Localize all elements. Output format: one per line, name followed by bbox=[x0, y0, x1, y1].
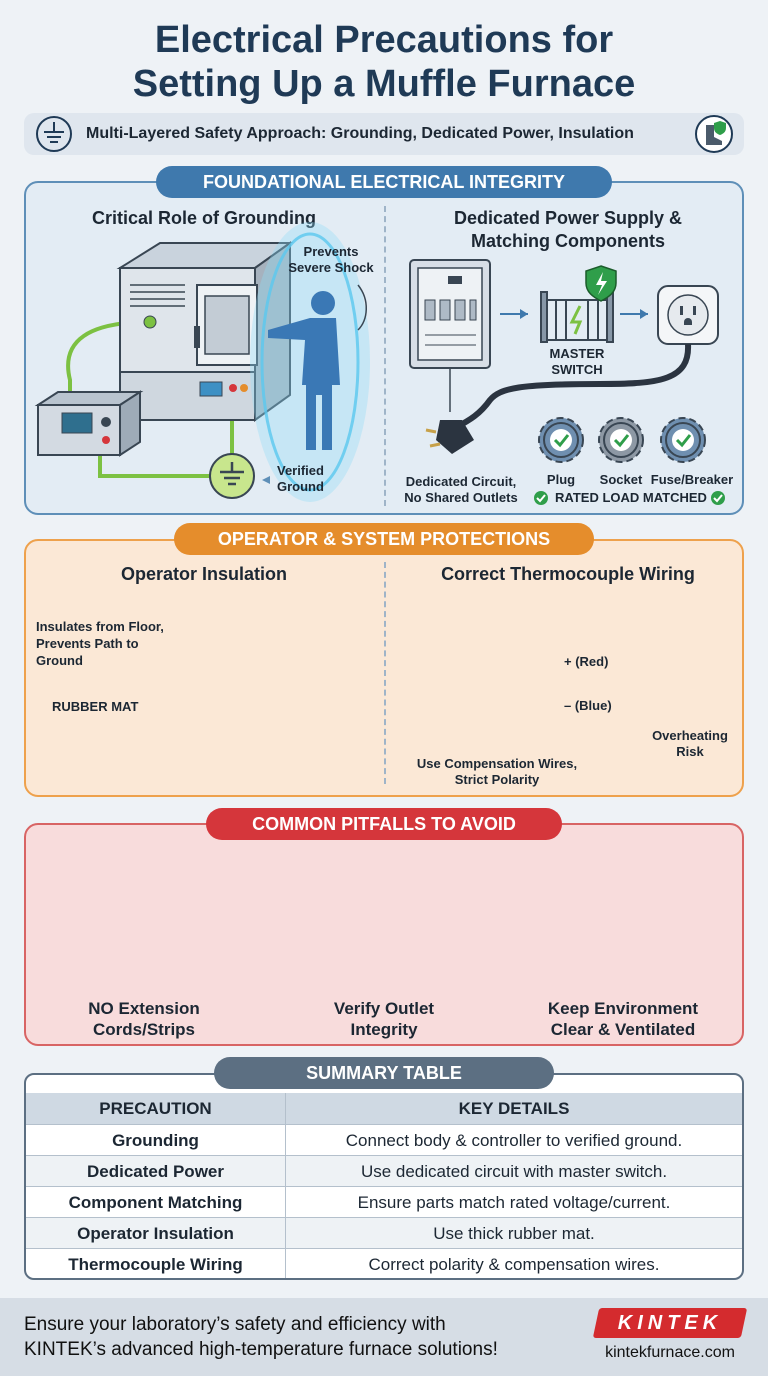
pitfall-3-line-2: Clear & Ventilated bbox=[550, 1020, 696, 1039]
comp-line-1: Use Compensation Wires, bbox=[416, 756, 578, 771]
title-line-2: Setting Up a Muffle Furnace bbox=[132, 63, 636, 105]
gear-socket-label: Socket bbox=[599, 472, 643, 487]
logo-text: KINTEK bbox=[617, 1312, 723, 1334]
table-cell-details: Ensure parts match rated voltage/current… bbox=[357, 1193, 671, 1212]
section2-divider bbox=[384, 562, 386, 784]
pitfall-2-line-2: Integrity bbox=[350, 1020, 418, 1039]
section1-divider bbox=[384, 206, 386, 506]
gear-fuse-label: Fuse/Breaker bbox=[650, 472, 734, 487]
operator-glow-illustration bbox=[250, 222, 370, 502]
insulates-line-2: Prevents Path to bbox=[36, 636, 139, 651]
table-row: Grounding Connect body & controller to v… bbox=[26, 1124, 742, 1156]
table-cell-details: Correct polarity & compensation wires. bbox=[368, 1255, 660, 1274]
footer-line-2: KINTEK’s advanced high-temperature furna… bbox=[24, 1339, 498, 1360]
table-cell-precaution: Grounding bbox=[26, 1125, 286, 1156]
prevents-line-1: Prevents bbox=[303, 244, 359, 259]
dedicated-heading-line-1: Dedicated Power Supply & bbox=[453, 208, 683, 228]
comp-line-2: Strict Polarity bbox=[454, 772, 540, 787]
prevents-shock-label: Prevents Severe Shock bbox=[276, 244, 386, 276]
socket-illustration bbox=[657, 285, 719, 345]
pitfall-outlet-label: Verify Outlet Integrity bbox=[294, 998, 474, 1040]
rated-load-label: RATED LOAD MATCHED bbox=[555, 490, 707, 505]
boot-shield-icon bbox=[695, 115, 733, 153]
gear-icons bbox=[538, 417, 706, 463]
table-row: Component Matching Ensure parts match ra… bbox=[26, 1186, 742, 1218]
rubber-mat-label: RUBBER MAT bbox=[52, 699, 139, 714]
dedicated-heading-line-2: Matching Components bbox=[471, 231, 665, 251]
pitfall-1-line-2: Cords/Strips bbox=[92, 1020, 196, 1039]
gear-plug-label: Plug bbox=[546, 472, 576, 487]
pitfalls-banner: COMMON PITFALLS TO AVOID bbox=[206, 808, 562, 840]
verified-line-1: Verified bbox=[277, 463, 324, 478]
operator-banner: OPERATOR & SYSTEM PROTECTIONS bbox=[174, 523, 594, 555]
pitfall-2-line-1: Verify Outlet bbox=[333, 999, 435, 1018]
insulates-label: Insulates from Floor, Prevents Path to G… bbox=[36, 618, 186, 669]
footer: Ensure your laboratory’s safety and effi… bbox=[0, 1298, 768, 1376]
table-cell-details: Use dedicated circuit with master switch… bbox=[360, 1162, 668, 1181]
dedicated-line-2: No Shared Outlets bbox=[404, 490, 518, 505]
footer-message: Ensure your laboratory’s safety and effi… bbox=[24, 1312, 564, 1362]
foundational-banner: FOUNDATIONAL ELECTRICAL INTEGRITY bbox=[156, 166, 612, 198]
red-wire-label: + (Red) bbox=[564, 654, 609, 669]
table-row: Operator Insulation Use thick rubber mat… bbox=[26, 1217, 742, 1249]
pitfall-3-line-1: Keep Environment bbox=[547, 999, 699, 1018]
prevents-line-2: Severe Shock bbox=[288, 260, 374, 275]
footer-line-1: Ensure your laboratory’s safety and effi… bbox=[24, 1314, 446, 1335]
overheating-label: Overheating Risk bbox=[640, 728, 740, 760]
verified-line-2: Ground bbox=[277, 479, 324, 494]
verified-ground-icon bbox=[209, 453, 270, 499]
kintek-logo[interactable]: KINTEK bbox=[592, 1308, 748, 1338]
pitfall-1-line-1: NO Extension bbox=[88, 999, 200, 1018]
pitfall-extension-label: NO Extension Cords/Strips bbox=[54, 998, 234, 1040]
table-cell-details: Connect body & controller to verified gr… bbox=[345, 1131, 683, 1150]
pitfall-environment-label: Keep Environment Clear & Ventilated bbox=[518, 998, 728, 1040]
master-line-1: MASTER bbox=[549, 346, 605, 361]
table-cell-precaution: Dedicated Power bbox=[26, 1156, 286, 1187]
shield-bolt-icon bbox=[585, 265, 617, 302]
overheat-line-1: Overheating bbox=[652, 728, 728, 743]
title-line-1: Electrical Precautions for bbox=[154, 19, 614, 61]
pitfalls-panel bbox=[24, 823, 744, 1046]
breaker-panel-illustration bbox=[409, 259, 528, 369]
dedicated-line-1: Dedicated Circuit, bbox=[405, 474, 517, 489]
check-icon-left bbox=[534, 491, 548, 505]
master-line-2: SWITCH bbox=[551, 362, 603, 377]
ground-symbol-icon bbox=[36, 116, 72, 152]
website-link[interactable]: kintekfurnace.com bbox=[605, 1344, 735, 1361]
summary-banner: SUMMARY TABLE bbox=[214, 1057, 554, 1089]
operator-insulation-heading: Operator Insulation bbox=[120, 564, 288, 584]
table-row: Thermocouple Wiring Correct polarity & c… bbox=[26, 1248, 742, 1278]
grounding-heading: Critical Role of Grounding bbox=[92, 208, 316, 228]
verified-ground-label: Verified Ground bbox=[277, 463, 347, 495]
master-switch-label: MASTER SWITCH bbox=[537, 346, 617, 378]
overheat-line-2: Risk bbox=[676, 744, 704, 759]
table-cell-precaution: Thermocouple Wiring bbox=[26, 1249, 286, 1278]
table-cell-precaution: Component Matching bbox=[26, 1187, 286, 1218]
dedicated-circuit-label: Dedicated Circuit, No Shared Outlets bbox=[394, 474, 528, 506]
table-cell-precaution: Operator Insulation bbox=[26, 1218, 286, 1249]
insulates-line-1: Insulates from Floor, bbox=[36, 619, 164, 634]
check-icon-right bbox=[711, 491, 725, 505]
table-cell-details: Use thick rubber mat. bbox=[433, 1224, 595, 1243]
thermocouple-heading: Correct Thermocouple Wiring bbox=[441, 564, 695, 584]
compensation-label: Use Compensation Wires, Strict Polarity bbox=[404, 756, 590, 788]
insulates-line-3: Ground bbox=[36, 653, 83, 668]
plug-illustration bbox=[425, 420, 474, 454]
controller-illustration bbox=[34, 390, 144, 457]
table-header-row: PRECAUTION KEY DETAILS bbox=[26, 1093, 742, 1124]
summary-table: PRECAUTION KEY DETAILS Grounding Connect… bbox=[24, 1073, 744, 1280]
dedicated-power-heading: Dedicated Power Supply & Matching Compon… bbox=[398, 207, 738, 253]
subtitle-bar: Multi-Layered Safety Approach: Grounding… bbox=[24, 113, 744, 155]
blue-wire-label: – (Blue) bbox=[564, 698, 612, 713]
table-header-precaution: PRECAUTION bbox=[26, 1093, 286, 1124]
table-header-details: KEY DETAILS bbox=[458, 1099, 570, 1118]
subtitle-text: Multi-Layered Safety Approach: Grounding… bbox=[86, 125, 634, 142]
page-title: Electrical Precautions for Setting Up a … bbox=[0, 18, 768, 106]
table-row: Dedicated Power Use dedicated circuit wi… bbox=[26, 1155, 742, 1187]
